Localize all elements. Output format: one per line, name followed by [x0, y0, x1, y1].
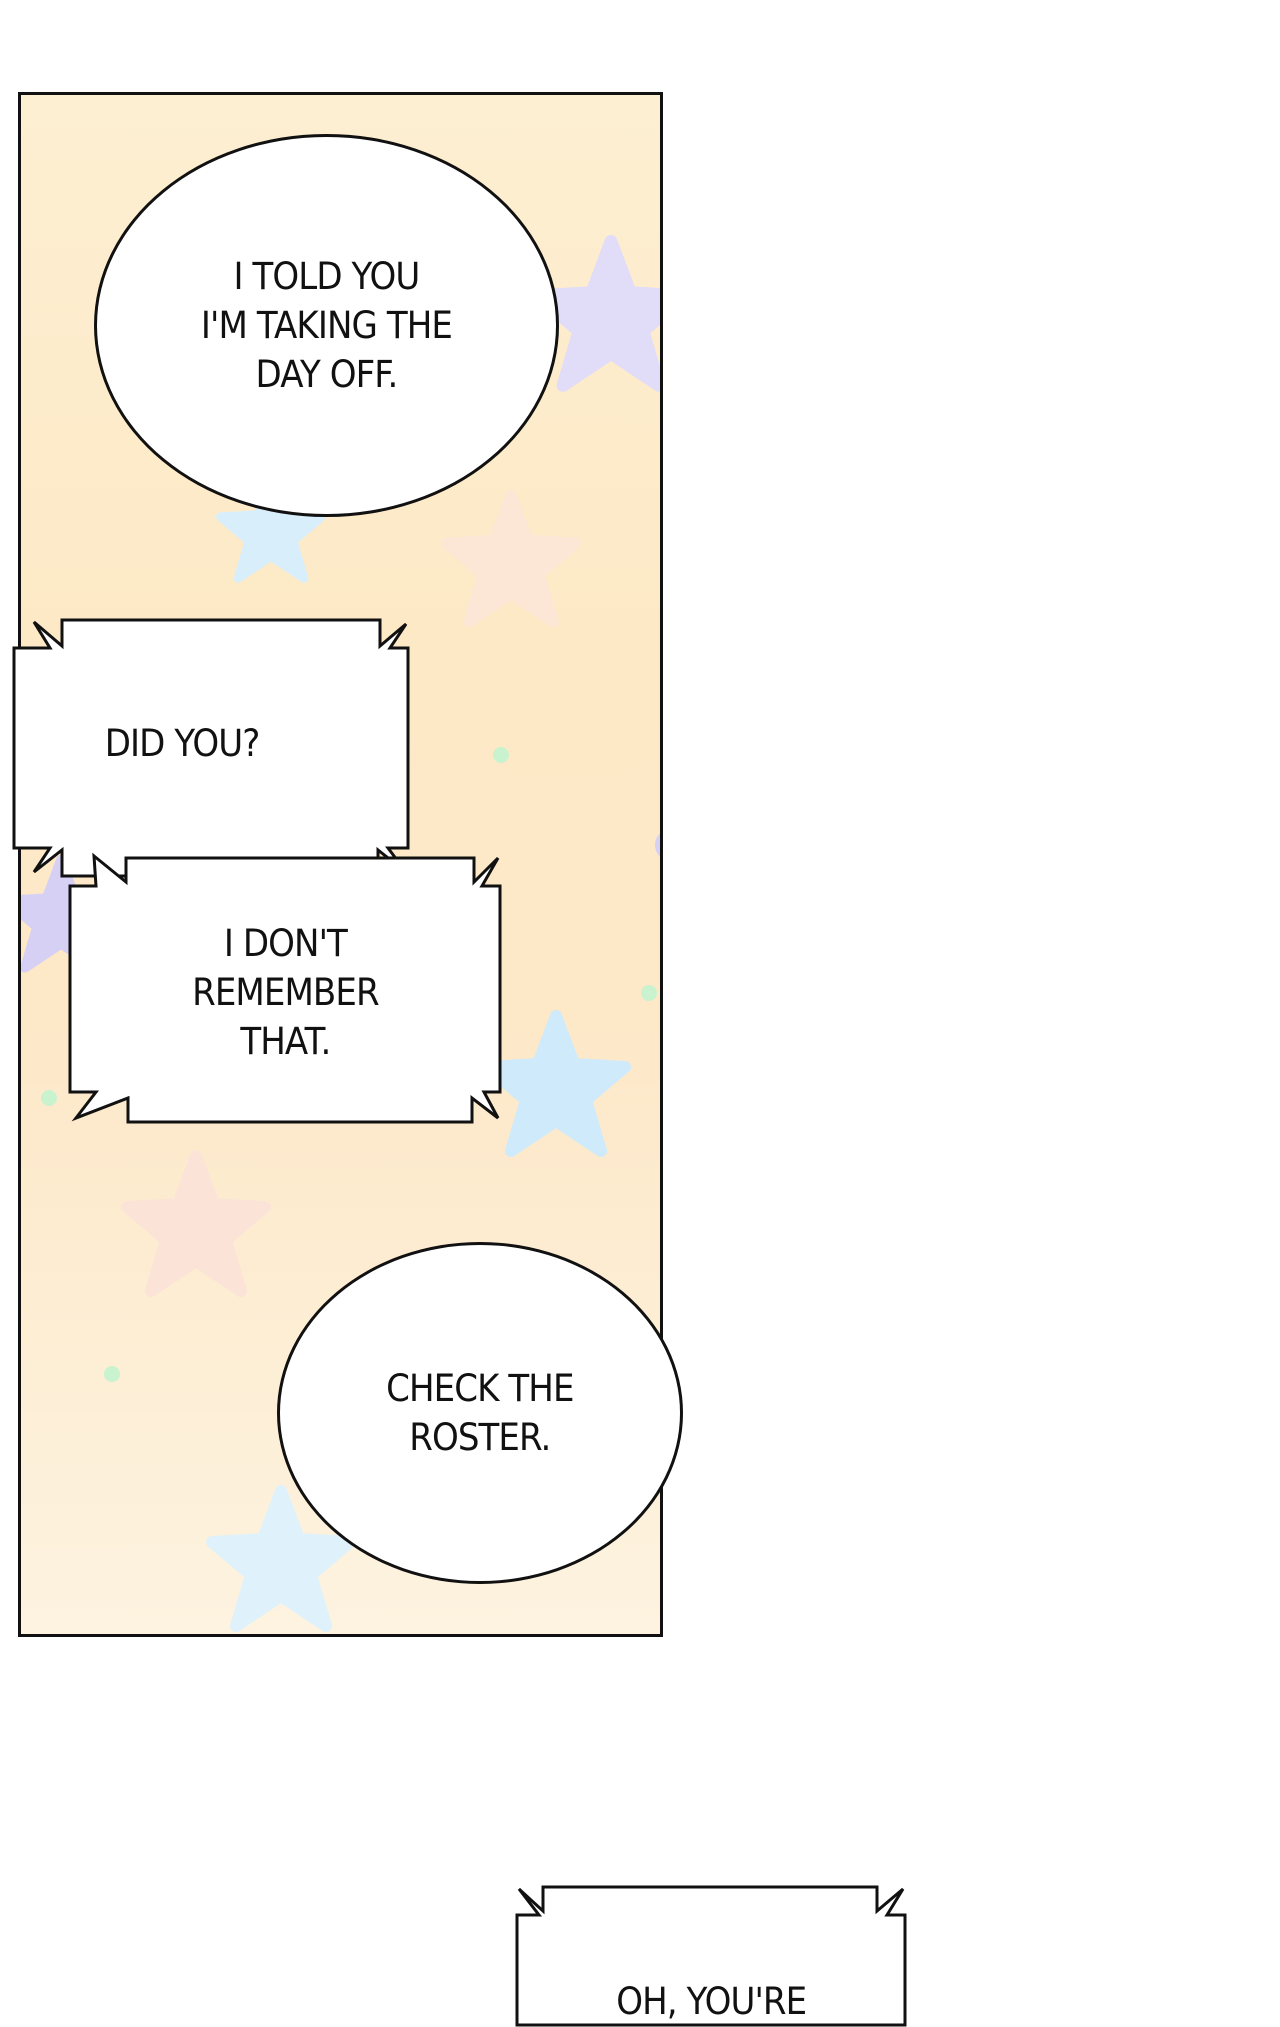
dot-green-decoration	[41, 1090, 57, 1106]
star-peach-faint-decoration	[121, 1150, 271, 1297]
speech-bubble-jagged: DID YOU?	[12, 618, 412, 878]
speech-text: I TOLD YOU I'M TAKING THE DAY OFF.	[200, 255, 453, 396]
speech-bubble-oval: I TOLD YOU I'M TAKING THE DAY OFF.	[94, 134, 559, 517]
speech-text: OH, YOU'RE	[615, 1980, 807, 2023]
dot-green-decoration	[641, 985, 657, 1001]
star-lightblue-bottom-decoration	[206, 1485, 356, 1632]
speech-bubble-jagged: OH, YOU'RE	[513, 1885, 909, 2027]
dot-green-decoration	[493, 747, 509, 763]
speech-bubble-jagged: I DON'T REMEMBER THAT.	[68, 852, 502, 1127]
speech-text: CHECK THE ROSTER.	[386, 1367, 574, 1459]
speech-text: I DON'T REMEMBER THAT.	[191, 921, 379, 1063]
speech-text: DID YOU?	[104, 721, 261, 765]
star-peach-decoration	[441, 490, 581, 628]
star-lightblue-large-decoration	[481, 1010, 631, 1157]
dot-green-decoration	[104, 1366, 120, 1382]
speech-bubble-oval: CHECK THE ROSTER.	[277, 1242, 683, 1584]
star-lavender-edge-decoration	[655, 833, 660, 857]
